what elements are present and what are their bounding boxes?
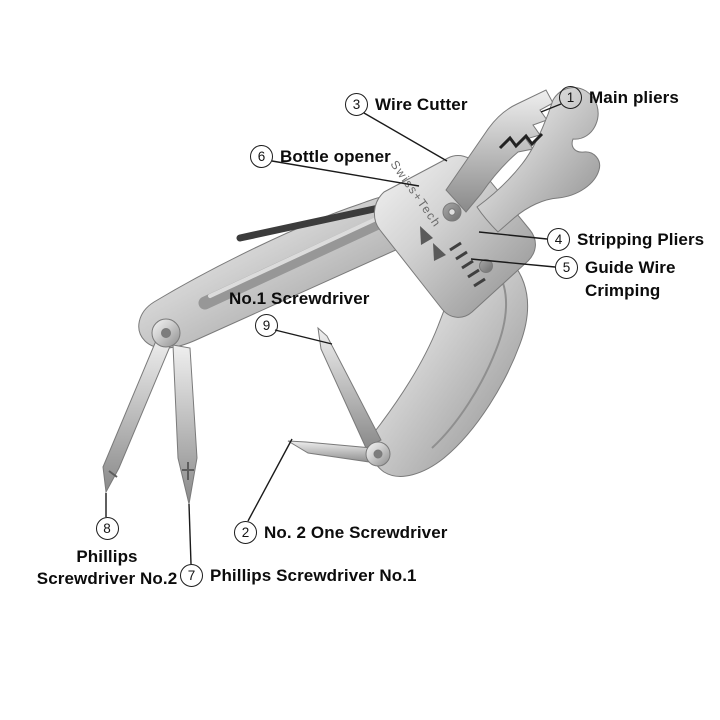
callout-label-no1-screwdriver: No.1 Screwdriver	[229, 289, 370, 308]
leader-line-phillips-1	[188, 503, 192, 565]
phillips-screwdriver-2	[102, 335, 172, 494]
lower-hub-rivet-center	[373, 449, 383, 459]
leader-line-stripping-pliers	[478, 231, 548, 240]
leader-line-no2-screwdriver	[247, 438, 293, 522]
wire-cutter-notch-1	[420, 226, 433, 245]
callout-label-phillips-no2-line1: Phillips	[76, 547, 138, 566]
callout-no1-screwdriver: No.1 Screwdriver 9	[229, 289, 370, 337]
callout-label-no2-one-screwdriver: No. 2 One Screwdriver	[264, 522, 448, 542]
multitool-body-group	[102, 87, 601, 505]
left-hub-rivet-center	[161, 328, 171, 338]
leader-lines	[105, 103, 562, 565]
no2-screwdriver-blade	[287, 440, 377, 464]
callout-no2-one-screwdriver: 2 No. 2 One Screwdriver	[234, 521, 448, 544]
handle-left-highlight	[208, 216, 380, 298]
callout-label-guide-wire-line1: Guide Wire	[585, 258, 676, 277]
callout-number-5: 5	[555, 256, 578, 279]
callout-label-main-pliers: Main pliers	[589, 87, 679, 107]
callout-guide-wire-crimping: 5 Guide Wire Crimping	[555, 256, 676, 302]
callout-label-wire-cutter: Wire Cutter	[375, 94, 468, 114]
callout-label-bottle-opener: Bottle opener	[280, 146, 391, 166]
callout-main-pliers: 1 Main pliers	[559, 86, 679, 109]
callout-label-phillips-no2-line2: Screwdriver No.2	[36, 569, 178, 588]
leader-line-no1-screwdriver	[274, 329, 333, 345]
no1-screwdriver-blade	[317, 326, 382, 449]
leader-line-wire-cutter	[363, 112, 448, 162]
wire-cutter-notch-2	[433, 243, 446, 261]
phillips-screwdriver-2-cross	[108, 470, 118, 478]
callout-number-1: 1	[559, 86, 582, 109]
callout-number-9: 9	[255, 314, 278, 337]
callout-label-guide-wire-line2: Crimping	[585, 281, 661, 300]
plier-jaw-serrated	[445, 89, 554, 213]
handle-left-slot	[198, 215, 387, 310]
callout-number-7: 7	[180, 564, 203, 587]
callout-label-stripping-pliers: Stripping Pliers	[577, 229, 705, 249]
callout-number-4: 4	[547, 228, 570, 251]
callout-phillips-no2: 8 Phillips Screwdriver No.2	[33, 517, 181, 590]
callout-stripping-pliers: 4 Stripping Pliers	[547, 228, 704, 251]
crimping-teeth	[449, 241, 486, 288]
body-rivet	[479, 259, 493, 273]
phillips-screwdriver-1-cross	[182, 462, 194, 480]
callout-number-6: 6	[250, 145, 273, 168]
leader-line-bottle-opener	[271, 160, 420, 187]
jaw-teeth-shadow	[498, 132, 544, 150]
callout-phillips-no1: 7 Phillips Screwdriver No.1	[180, 564, 417, 587]
pivot-screw-center	[448, 208, 456, 216]
callout-label-phillips-no2: Phillips Screwdriver No.2	[37, 546, 178, 590]
callout-number-8: 8	[95, 517, 119, 540]
folded-tool-rod	[236, 202, 392, 242]
handle-right-contour	[431, 271, 507, 449]
callout-number-3: 3	[345, 93, 368, 116]
callout-bottle-opener: 6 Bottle opener	[250, 145, 391, 168]
callout-wire-cutter: 3 Wire Cutter	[345, 93, 468, 116]
callout-label-guide-wire-crimping: Guide Wire Crimping	[585, 256, 676, 302]
callout-label-phillips-no1: Phillips Screwdriver No.1	[210, 565, 417, 585]
phillips-screwdriver-1	[172, 344, 198, 505]
callout-number-2: 2	[234, 521, 257, 544]
plier-jaw-hook	[476, 87, 601, 233]
leader-line-main-pliers	[540, 103, 562, 113]
leader-line-guide-wire	[470, 258, 556, 268]
